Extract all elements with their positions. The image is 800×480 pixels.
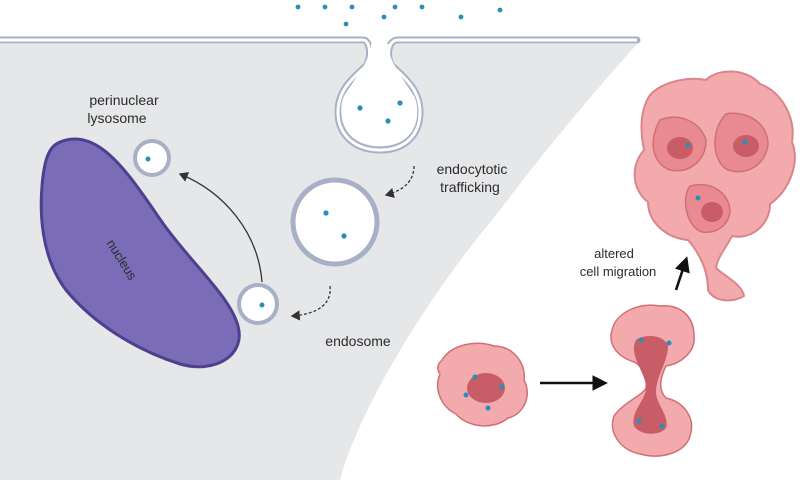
lysosome-arrow [178, 172, 263, 283]
endocytotic-label-line1: endocytotic [437, 161, 508, 177]
perinuclear-label-line2: lysosome [87, 110, 146, 126]
endocytic-pit-lumen [341, 44, 418, 146]
endosome [237, 283, 279, 325]
migration-arrow [674, 256, 690, 291]
migration-label-line2: cell migration [580, 264, 657, 279]
single-cell [436, 342, 528, 427]
migration-arrows [540, 256, 690, 391]
pit-particles [357, 100, 403, 124]
perinuclear-label-line1: perinuclear [89, 92, 159, 108]
dividing-cell [610, 304, 695, 457]
perinuclear-lysosome [133, 139, 171, 177]
trafficking-arrows [178, 165, 415, 321]
endocytotic-vesicle [290, 177, 380, 267]
nucleus [39, 137, 241, 369]
extracellular-particles [295, 4, 503, 27]
cell-cluster [633, 70, 796, 302]
endocytotic-label-line2: trafficking [440, 179, 500, 195]
endosome-label: endosome [325, 333, 391, 349]
migration-label-line1: altered [594, 246, 634, 261]
